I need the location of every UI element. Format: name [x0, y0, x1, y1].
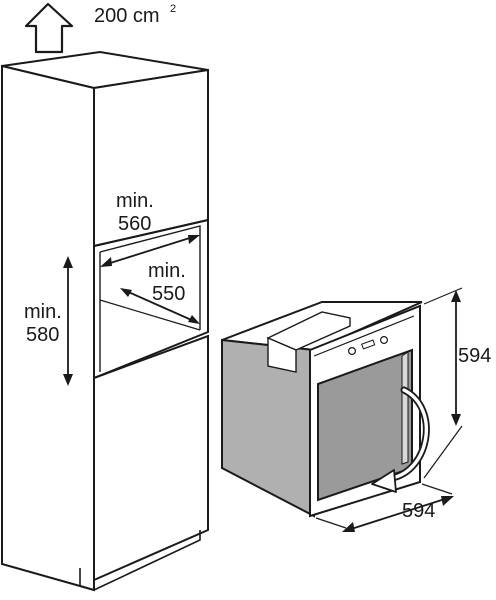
cabinet-depth-dimension	[120, 288, 200, 324]
cabinet-width-dimension	[100, 235, 200, 267]
oven	[221, 301, 423, 518]
oven-width-label: 594	[402, 500, 435, 522]
cabinet-height-min: min.	[24, 301, 62, 323]
cabinet-depth-value: 550	[152, 283, 185, 305]
airflow-label: 200 cm	[94, 5, 160, 27]
cabinet-width-min: min.	[116, 190, 154, 212]
cabinet-height-value: 580	[26, 324, 59, 346]
cabinet-depth-min: min.	[148, 260, 186, 282]
cabinet-height-dimension	[63, 256, 73, 386]
tall-cabinet	[1, 50, 209, 592]
oven-height-label: 594	[458, 345, 491, 367]
oven-height-dimension	[423, 287, 463, 479]
airflow-superscript: 2	[170, 3, 176, 15]
cabinet-width-value: 560	[118, 213, 151, 235]
arrow-up-icon	[24, 2, 74, 54]
oven-width-dimension	[315, 483, 454, 532]
curved-arrow-icon	[371, 386, 430, 493]
